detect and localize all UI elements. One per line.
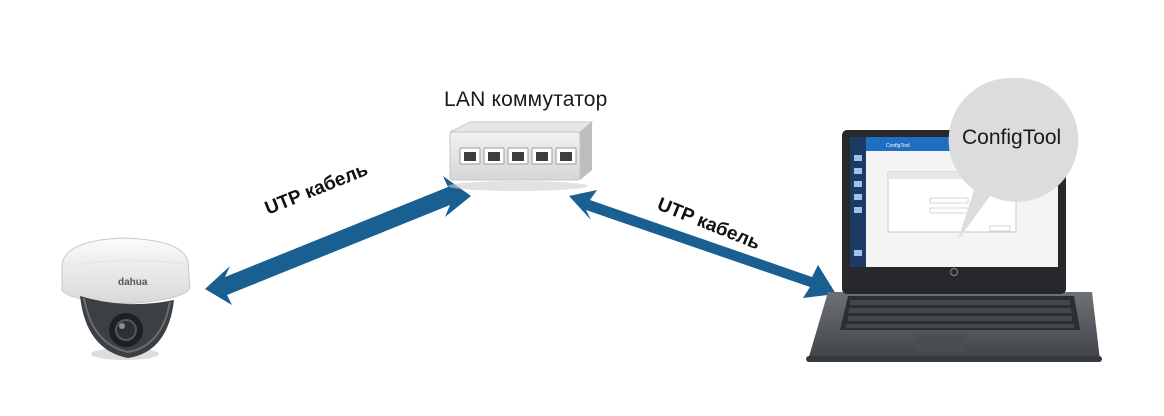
dome-camera: dahua xyxy=(61,237,191,360)
lan-switch xyxy=(448,121,594,191)
switch-label: LAN коммутатор xyxy=(444,88,608,111)
right-double-arrow xyxy=(569,190,836,298)
svg-text:ConfigTool: ConfigTool xyxy=(886,143,910,149)
configtool-label: ConfigTool xyxy=(962,126,1062,149)
svg-text:dahua: dahua xyxy=(118,277,148,288)
configtool-bubble xyxy=(948,77,1079,241)
left-double-arrow xyxy=(205,176,471,305)
